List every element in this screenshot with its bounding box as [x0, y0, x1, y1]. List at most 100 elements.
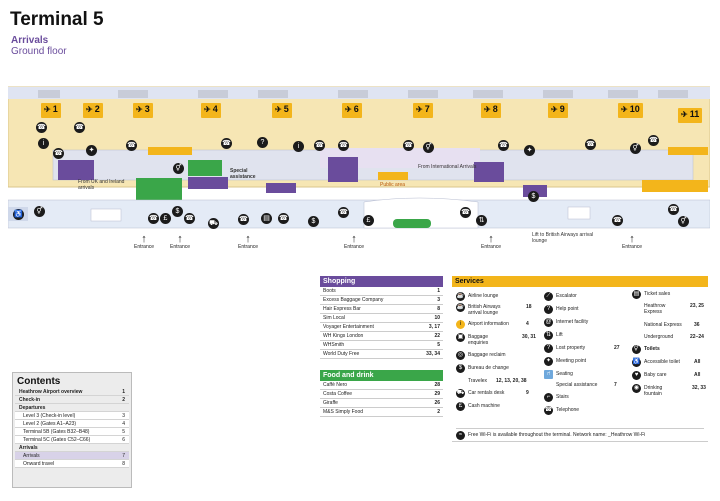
special-assistance-label: Special assistance: [230, 168, 256, 180]
telephone-icon: ☎: [74, 122, 85, 133]
landside-concourse: [7, 199, 711, 229]
entrance-3: ↑Entrance: [238, 233, 259, 251]
contents-row[interactable]: Level 3 (Check-in level)3: [15, 412, 129, 420]
telephone-icon: ☎: [278, 213, 289, 224]
escalator-icon: ⟋: [544, 292, 553, 301]
food-header: Food and drink: [320, 370, 443, 381]
terminal-map: ✈1 ✈2 ✈3 ✈4 ✈5 ✈6 ✈7 ✈8 ✈9 ✈10 ✈11 ☎ ☎ i…: [7, 82, 711, 262]
wifi-note: ≈Free Wi-Fi is available throughout the …: [456, 428, 704, 440]
toilets-icon: ⚥: [632, 345, 641, 354]
info-icon: i: [293, 141, 304, 152]
telephone-icon: ☎: [612, 215, 623, 226]
lift-icon: ⇅: [544, 331, 553, 340]
stairs-icon: ⌐: [544, 393, 553, 402]
up-arrow-icon: ↑: [629, 233, 635, 245]
plane-icon: ✈: [345, 105, 352, 114]
plane-icon: ✈: [44, 105, 51, 114]
plane-icon: ✈: [681, 110, 688, 119]
up-arrow-icon: ↑: [488, 233, 494, 245]
toilets-icon: ⚥: [630, 143, 641, 154]
toilets-icon: ⚥: [173, 163, 184, 174]
telephone-icon: ☎: [148, 213, 159, 224]
plane-icon: ✈: [621, 105, 628, 114]
toilets-icon: ⚥: [34, 206, 45, 217]
accessible-icon: ♿: [632, 358, 641, 367]
contents-title: Contents: [17, 376, 61, 387]
telephone-icon: ☎: [126, 140, 137, 151]
info-icon: i: [456, 320, 465, 329]
contents-row: Departures: [15, 404, 129, 412]
plane-icon: ✈: [86, 105, 93, 114]
exchange-icon: $: [528, 191, 539, 202]
info-icon: i: [38, 138, 49, 149]
plane-icon: ✈: [551, 105, 558, 114]
contents-row[interactable]: Terminal 5C (Gates C52–C66)6: [15, 436, 129, 444]
telephone-icon: ☎: [585, 139, 596, 150]
wifi-icon: ≈: [456, 431, 465, 440]
exchange-icon: $: [456, 364, 465, 373]
seating-icon: ⑁: [544, 370, 553, 379]
baby-icon: ♥: [632, 371, 641, 380]
telephone-icon: ☎: [221, 138, 232, 149]
help-icon: ?: [544, 305, 553, 314]
telephone-icon: ☎: [338, 140, 349, 151]
lift-icon: ⇅: [476, 215, 487, 226]
gate-1: ✈1: [41, 103, 61, 118]
up-arrow-icon: ↑: [245, 233, 251, 245]
services-panel: Services ☕Airline lounge ☕British Airway…: [452, 276, 708, 442]
contents-row[interactable]: Terminal 5B (Gates B32–B48)5: [15, 428, 129, 436]
lounge-icon: ☕: [456, 303, 465, 312]
help-icon: ?: [257, 137, 268, 148]
exchange-icon: $: [308, 216, 319, 227]
telephone-icon: ☎: [460, 207, 471, 218]
cash-machine-icon: £: [160, 213, 171, 224]
water-icon: ◉: [632, 384, 641, 393]
green-shop-block: [136, 178, 182, 200]
meeting-point-icon: ✦: [86, 145, 97, 156]
gate-7: ✈7: [413, 103, 433, 118]
floor-label: Ground floor: [11, 46, 67, 57]
shopping-header: Shopping: [320, 276, 443, 287]
ticket-icon: ▤: [261, 213, 272, 224]
plane-icon: ✈: [275, 105, 282, 114]
telephone-icon: ☎: [238, 214, 249, 225]
telephone-icon: ☎: [338, 207, 349, 218]
toilets-icon: ⚥: [678, 216, 689, 227]
telephone-icon: ☎: [53, 148, 64, 159]
meeting-point-icon: ✦: [524, 145, 535, 156]
gate-8: ✈8: [481, 103, 501, 118]
baggage-icon: ▣: [456, 333, 465, 342]
entrance-4: ↑Entrance: [344, 233, 365, 251]
lift-ba-label: Lift to British Airways arrival lounge: [532, 232, 594, 244]
toilets-icon: ⚥: [423, 142, 434, 153]
telephone-icon: ☎: [648, 135, 659, 146]
telephone-icon: ☎: [498, 140, 509, 151]
plane-icon: ✈: [204, 105, 211, 114]
entrance-6: ↑Entrance: [622, 233, 643, 251]
contents-row[interactable]: Level 2 (Gates A1–A23)4: [15, 420, 129, 428]
entrance-5: ↑Entrance: [481, 233, 502, 251]
up-arrow-icon: ↑: [177, 233, 183, 245]
gate-6: ✈6: [342, 103, 362, 118]
car-icon: ⛟: [456, 389, 465, 398]
cash-icon: £: [456, 402, 465, 411]
car-rental-icon: ⛟: [208, 218, 219, 229]
lost-property-icon: ?: [544, 344, 553, 353]
plane-icon: ✈: [416, 105, 423, 114]
